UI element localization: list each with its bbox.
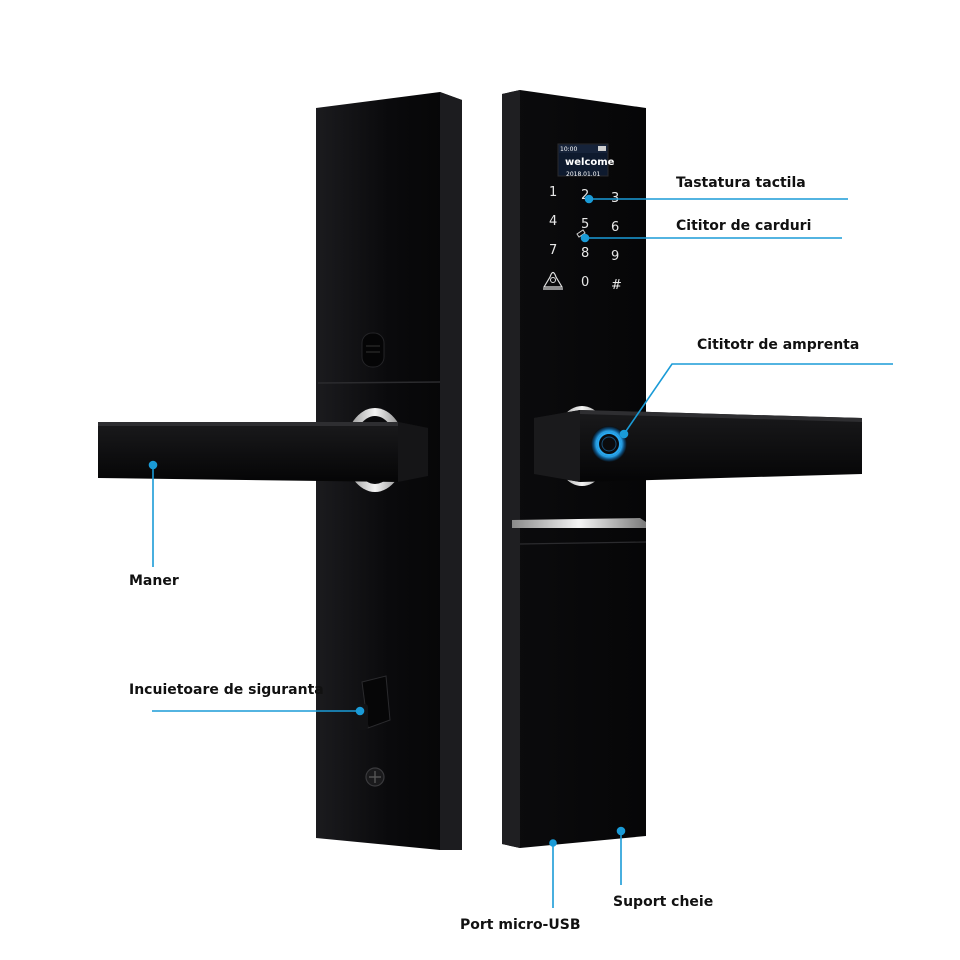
- card-icon: [576, 229, 586, 238]
- thumb-turn-icon: [356, 675, 391, 730]
- touch-keypad: 1 2 3 4 5 6 7 8 9 0 #: [542, 185, 622, 293]
- label-micro-usb-port: Port micro-USB: [460, 917, 581, 933]
- key-5: 5: [581, 217, 589, 232]
- inner-handle: [98, 422, 428, 482]
- screen-welcome: welcome: [565, 157, 615, 168]
- key-7: 7: [549, 243, 557, 258]
- key-2: 2: [581, 188, 589, 203]
- screen-time: 10:00: [560, 146, 577, 153]
- label-touch-keypad: Tastatura tactila: [676, 175, 806, 191]
- key-4: 4: [549, 214, 557, 229]
- label-card-reader: Cititor de carduri: [676, 218, 812, 234]
- key-8: 8: [581, 246, 589, 261]
- fingerprint-icon: [591, 426, 627, 462]
- bell-icon: [542, 271, 564, 290]
- callout-lines: [148, 194, 893, 908]
- lcd-screen: [557, 143, 609, 177]
- screen-date: 2018.01.01: [566, 171, 601, 178]
- outer-handle: [534, 406, 862, 486]
- keyhole-icon: [361, 332, 385, 368]
- key-0: 0: [581, 275, 589, 290]
- key-6: 6: [611, 220, 619, 235]
- screw-icon: [365, 767, 385, 787]
- label-key-support: Suport cheie: [613, 894, 714, 910]
- key-1: 1: [549, 185, 557, 200]
- label-fingerprint-reader: Cititotr de amprenta: [697, 337, 860, 353]
- key-hash: #: [611, 278, 622, 293]
- label-handle: Maner: [129, 573, 179, 589]
- label-safety-lock: Incuietoare de siguranta: [129, 682, 324, 698]
- key-9: 9: [611, 249, 619, 264]
